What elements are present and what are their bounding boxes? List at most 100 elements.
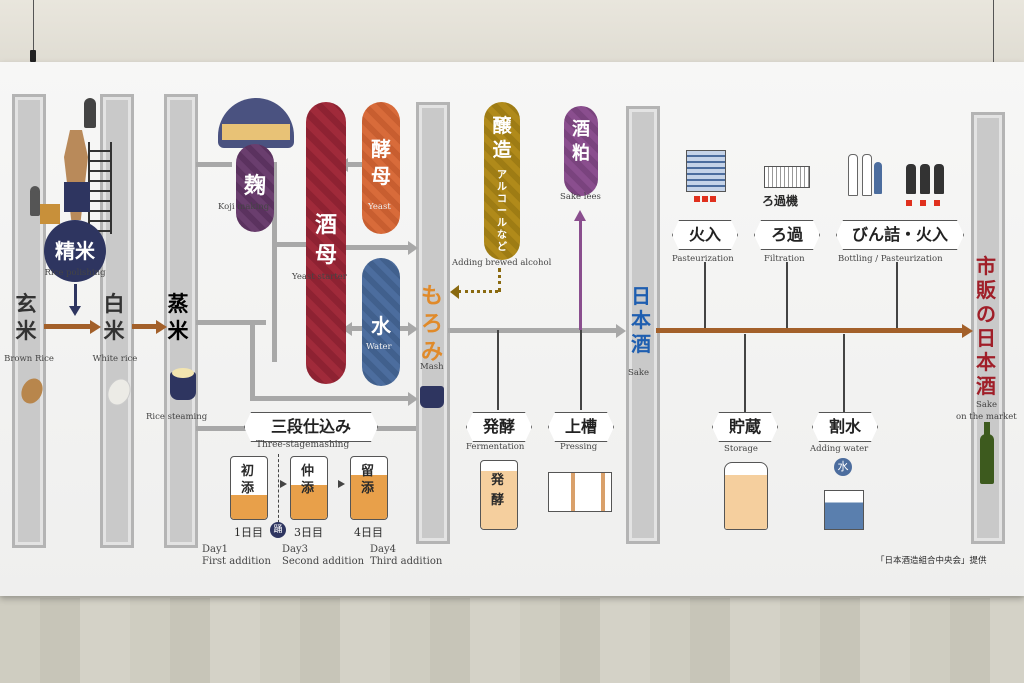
filtration-tag: ろ過 — [754, 220, 820, 250]
genmai-en-label: Brown Rice — [4, 354, 54, 364]
line-bottling — [896, 262, 898, 328]
mizu-label: 水 — [371, 314, 391, 338]
line-steaming-three-stage — [196, 426, 246, 431]
arrow-genmai-hakumai — [44, 324, 92, 329]
wall-bottom — [0, 598, 1024, 683]
seimai-en-label: Rice polishing — [44, 268, 106, 278]
line-koji-shubo — [272, 242, 306, 247]
storage-en-label: Storage — [724, 444, 758, 454]
arrowhead-moromi-sake — [616, 324, 626, 338]
pressing-tag: 上槽 — [548, 412, 614, 442]
hakumai-label: 白米 — [103, 291, 125, 343]
line-mushimai-down — [250, 320, 255, 400]
filtration-en-label: Filtration — [764, 254, 805, 264]
koji-room-icon — [218, 98, 294, 148]
line-seimai-down — [74, 284, 77, 306]
hanging-wire-right — [993, 0, 994, 72]
bottle-empty-1-icon — [848, 154, 858, 196]
genmai-label: 玄米 — [15, 291, 37, 343]
jozo-en-label: Adding brewed alcohol — [452, 258, 552, 268]
jozo-pill: 醸造 アルコールなど — [484, 102, 520, 260]
fermentation-tag: 発酵 — [466, 412, 532, 442]
line-brewed-alcohol — [458, 290, 498, 293]
fermentation-tank-fill — [481, 471, 517, 529]
odori-badge: 踊 — [270, 522, 286, 538]
market-en-label-2: on the market — [956, 412, 1017, 422]
stage-2-desc: Second addition — [282, 556, 365, 567]
worker-left-icon — [30, 186, 40, 216]
line-kobo-shubo — [346, 162, 364, 167]
sakekasu-label: 酒粕 — [572, 119, 590, 164]
moromi-label: もろみ — [420, 283, 443, 365]
line-adding-water — [843, 334, 845, 412]
stage-3-desc: Third addition — [370, 556, 443, 567]
stage-1-day-jp: 1日目 — [234, 526, 263, 539]
market-label: 市販の日本酒 — [976, 254, 996, 398]
pressing-en-label: Pressing — [560, 442, 598, 452]
storage-tank-fill — [725, 475, 767, 529]
bottling-tag: びん詰・火入 — [836, 220, 964, 250]
wall-top — [0, 0, 1024, 72]
ladder-icon — [88, 142, 112, 234]
bottle-filled-3-icon — [934, 164, 944, 194]
bottle-blue-icon — [874, 162, 882, 194]
arrowhead-shubo-moromi — [408, 241, 418, 255]
sakekasu-pill: 酒粕 — [564, 106, 598, 196]
nihonshu-en-label: Sake — [628, 368, 650, 378]
stage-3-day-jp: 4日目 — [354, 526, 383, 539]
line-three-stage-moromi — [376, 426, 416, 431]
water-tank-icon — [824, 490, 864, 530]
fermentation-en-label: Fermentation — [466, 442, 525, 452]
tank-tomezoe-fill — [351, 475, 387, 519]
line-brewed-alcohol-up — [498, 268, 501, 292]
koji-label: 麹 — [243, 173, 266, 199]
three-stage-tag: 三段仕込み — [244, 412, 378, 442]
mushimai-en-label: Rice steaming — [146, 412, 208, 422]
stage-1-day-en: Day1 — [202, 544, 228, 555]
arrowhead-mizu-moromi — [408, 322, 418, 336]
pasteurization-tag: 火入 — [672, 220, 738, 250]
flow-line-sake-to-market — [656, 328, 964, 333]
sake-bottle-neck-icon — [984, 422, 990, 436]
arrowhead-brewed-alcohol — [450, 285, 459, 299]
credit-label: 「日本酒造組合中央会」提供 — [876, 556, 987, 566]
arrowhead-genmai-hakumai — [90, 320, 101, 334]
pasteurization-en-label: Pasteurization — [672, 254, 734, 264]
worker-icon — [84, 98, 96, 128]
polishing-machine-icon — [64, 182, 90, 212]
pressing-machine-icon — [548, 472, 612, 512]
flame-icon — [694, 196, 716, 202]
arrowhead-hakumai-mushimai — [156, 320, 167, 334]
arrow-stage-1-2 — [280, 480, 287, 488]
bottle-filled-1-icon — [906, 164, 916, 194]
line-storage — [744, 334, 746, 412]
bottle-filled-2-icon — [920, 164, 930, 194]
pasteurizer-icon — [686, 150, 726, 192]
adding-water-tag: 割水 — [812, 412, 878, 442]
rice-bag-icon — [40, 204, 60, 224]
three-stage-en-label: Three-stagemashing — [256, 440, 350, 450]
dashed-divider — [278, 454, 279, 528]
sake-bottle-icon — [980, 434, 994, 484]
hanging-clip-left — [30, 50, 36, 62]
line-mizu-right — [398, 326, 410, 331]
shubo-label: 酒母 — [314, 212, 337, 268]
kobo-en-label: Yeast — [368, 202, 391, 212]
tank-hatsuzoe-label: 初添 — [241, 464, 255, 496]
seimai-label: 精米 — [55, 239, 95, 263]
arrowhead-sake-lees — [574, 210, 586, 221]
stage-1-desc: First addition — [202, 556, 271, 567]
line-filtration — [786, 262, 788, 328]
arrowhead-seimai-down — [69, 306, 81, 316]
line-mushimai-loop — [196, 320, 266, 325]
line-mizu-left — [350, 326, 364, 331]
sake-process-board: 精米 Rice polishing 玄米 Brown Rice 白米 White… — [0, 62, 1024, 596]
shubo-en-label: Yeast starter — [292, 272, 347, 282]
tank-tomezoe: 留添 — [350, 456, 388, 520]
hakumai-en-label: White rice — [92, 354, 138, 364]
mizu-pill: 水 — [362, 258, 400, 386]
jozo-label: 醸造 — [492, 115, 512, 161]
tank-hatsuzoe: 初添 — [230, 456, 268, 520]
line-moromi-sake — [448, 328, 618, 333]
moromi-en-label: Mash — [420, 362, 444, 372]
